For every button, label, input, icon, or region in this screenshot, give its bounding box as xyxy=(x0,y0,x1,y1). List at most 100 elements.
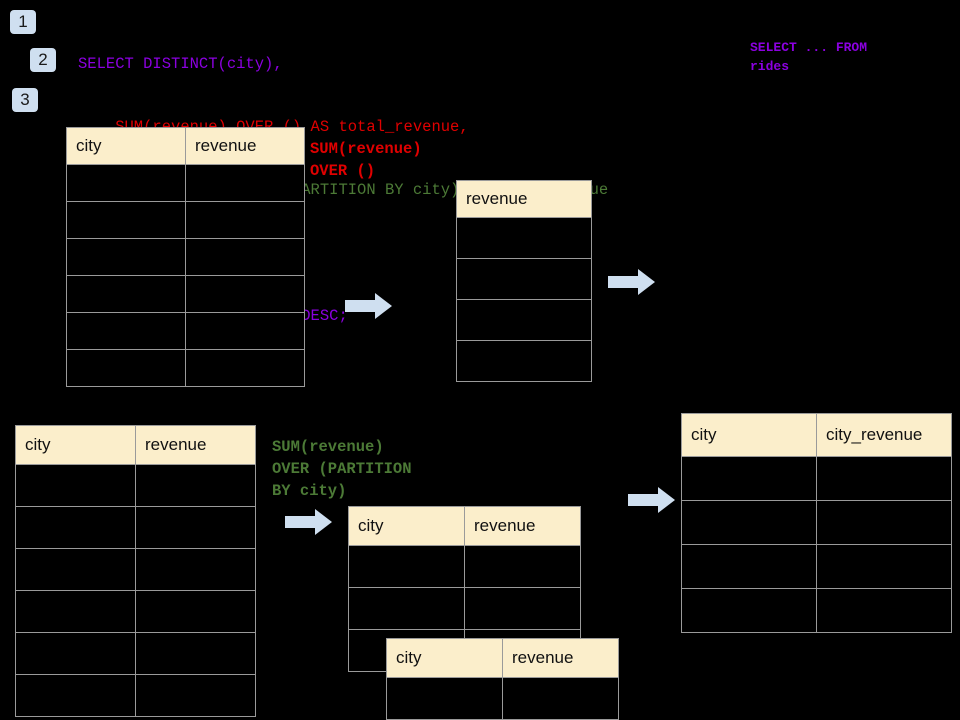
table-row xyxy=(15,674,256,717)
cell xyxy=(66,275,186,313)
table-row xyxy=(66,238,305,276)
table-row xyxy=(66,312,305,350)
table-row xyxy=(66,164,305,202)
arrow-bottom-right xyxy=(628,486,676,514)
cell xyxy=(66,201,186,239)
arrow-right-icon xyxy=(285,509,332,535)
cell xyxy=(15,464,136,507)
table-row xyxy=(15,590,256,633)
cell xyxy=(185,349,305,387)
table-row xyxy=(66,349,305,387)
cell xyxy=(456,217,592,259)
table-row xyxy=(456,217,592,259)
arrow-right-icon xyxy=(345,293,392,319)
table-row xyxy=(15,506,256,549)
table-row xyxy=(348,587,581,630)
cell xyxy=(681,456,817,501)
cell xyxy=(681,544,817,589)
cell xyxy=(816,544,952,589)
cell xyxy=(135,464,256,507)
cell xyxy=(502,677,619,720)
table-row xyxy=(15,548,256,591)
cell xyxy=(66,349,186,387)
table-row xyxy=(66,275,305,313)
cell xyxy=(386,677,503,720)
table-partition-front: city revenue xyxy=(386,638,619,720)
table-row xyxy=(681,544,952,589)
cell xyxy=(681,500,817,545)
cell xyxy=(135,674,256,717)
cell xyxy=(185,164,305,202)
column-header-city: city xyxy=(348,506,465,546)
annotation-over-partition: SUM(revenue) OVER (PARTITION BY city) xyxy=(272,438,412,500)
sql-line-1: SELECT DISTINCT(city), xyxy=(78,55,283,73)
cell xyxy=(135,632,256,675)
cell xyxy=(348,545,465,588)
cell xyxy=(15,506,136,549)
cell xyxy=(816,500,952,545)
cell xyxy=(464,587,581,630)
column-header-city: city xyxy=(66,127,186,165)
table-row xyxy=(15,632,256,675)
cell xyxy=(135,548,256,591)
cell xyxy=(348,587,465,630)
cell xyxy=(185,201,305,239)
step-badge-2: 2 xyxy=(30,48,56,72)
cell xyxy=(456,258,592,300)
cell xyxy=(816,588,952,633)
table-header-row: city revenue xyxy=(386,638,619,678)
column-header-revenue: revenue xyxy=(464,506,581,546)
arrow-right-icon xyxy=(628,487,675,513)
table-header-row: city revenue xyxy=(15,425,256,465)
cell xyxy=(464,545,581,588)
column-header-city-revenue: city_revenue xyxy=(816,413,952,457)
arrow-top-right xyxy=(608,268,656,296)
arrow-top-left xyxy=(345,292,393,320)
table-source-bottom: city revenue xyxy=(15,425,256,717)
column-header-revenue: revenue xyxy=(135,425,256,465)
table-row xyxy=(15,464,256,507)
cell xyxy=(15,590,136,633)
cell xyxy=(66,238,186,276)
cell xyxy=(66,164,186,202)
column-header-revenue: revenue xyxy=(185,127,305,165)
column-header-city: city xyxy=(386,638,503,678)
cell xyxy=(185,275,305,313)
table-row xyxy=(456,299,592,341)
cell xyxy=(681,588,817,633)
cell xyxy=(456,299,592,341)
arrow-bottom-left xyxy=(285,508,333,536)
cell xyxy=(185,312,305,350)
table-row xyxy=(681,500,952,545)
column-header-city: city xyxy=(15,425,136,465)
cell xyxy=(135,506,256,549)
table-row xyxy=(348,545,581,588)
step-badge-1: 1 xyxy=(10,10,36,34)
table-row xyxy=(681,456,952,501)
table-row xyxy=(66,201,305,239)
cell xyxy=(135,590,256,633)
table-header-row: city revenue xyxy=(66,127,305,165)
table-row xyxy=(456,340,592,382)
table-header-row: city revenue xyxy=(348,506,581,546)
column-header-revenue: revenue xyxy=(456,180,592,218)
table-row xyxy=(681,588,952,633)
table-source-top: city revenue xyxy=(66,127,305,387)
table-result: city city_revenue xyxy=(681,413,952,633)
step-badge-3: 3 xyxy=(12,88,38,112)
cell xyxy=(816,456,952,501)
column-header-revenue: revenue xyxy=(502,638,619,678)
table-revenue-only: revenue xyxy=(456,180,592,382)
cell xyxy=(15,632,136,675)
cell xyxy=(66,312,186,350)
table-header-row: city city_revenue xyxy=(681,413,952,457)
table-header-row: revenue xyxy=(456,180,592,218)
cell xyxy=(15,674,136,717)
cell xyxy=(185,238,305,276)
arrow-right-icon xyxy=(608,269,655,295)
table-partition-back: city revenue xyxy=(348,506,581,672)
annotation-over-empty: SUM(revenue) OVER () xyxy=(310,140,422,180)
side-note-select-from-rides: SELECT ... FROM rides xyxy=(750,40,868,74)
cell xyxy=(456,340,592,382)
